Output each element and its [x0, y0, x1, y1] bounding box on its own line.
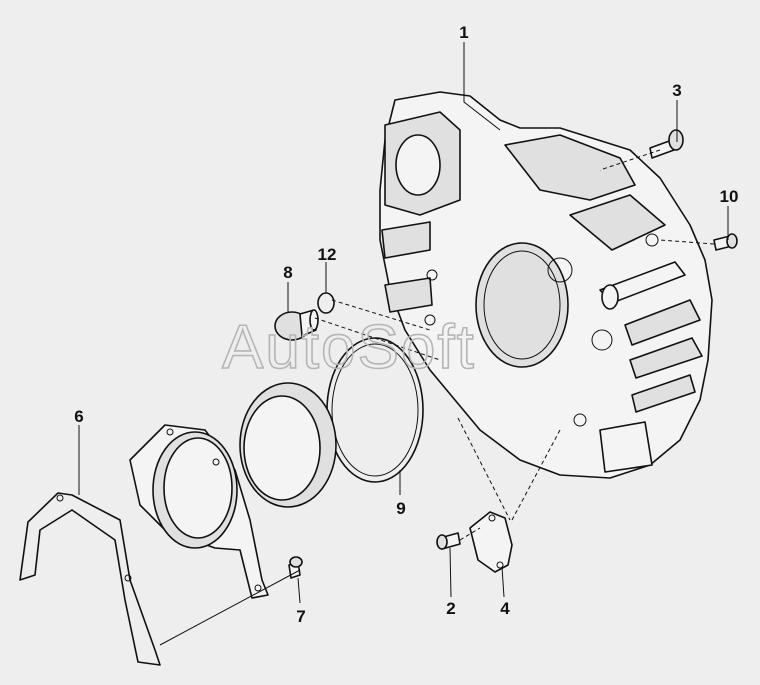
cover-plate-4 — [469, 511, 513, 573]
callout-4: 4 — [500, 599, 510, 618]
callout-7: 7 — [296, 607, 305, 626]
flywheel-housing — [379, 91, 713, 479]
callout-10: 10 — [720, 187, 739, 206]
o-ring-12 — [317, 292, 335, 314]
callout-6: 6 — [74, 407, 83, 426]
watermark-text: AutoSoft — [222, 313, 476, 382]
callout-12: 12 — [318, 245, 337, 264]
callout-3: 3 — [672, 81, 681, 100]
rear-cover — [129, 424, 269, 599]
gasket-6 — [19, 492, 161, 666]
bolt-2 — [436, 532, 461, 550]
leader-lines — [78, 42, 729, 646]
seal-ring — [239, 382, 337, 508]
callouts: 1 3 10 12 8 9 6 7 2 4 — [74, 23, 738, 626]
callout-9: 9 — [396, 499, 405, 518]
plug-8 — [274, 309, 319, 341]
assembly-lines — [314, 149, 715, 541]
callout-8: 8 — [283, 263, 292, 282]
bolt-7 — [288, 556, 303, 579]
callout-1: 1 — [459, 23, 468, 42]
bolt-10 — [713, 233, 738, 251]
bolt-3 — [649, 129, 684, 159]
callout-2: 2 — [446, 599, 455, 618]
